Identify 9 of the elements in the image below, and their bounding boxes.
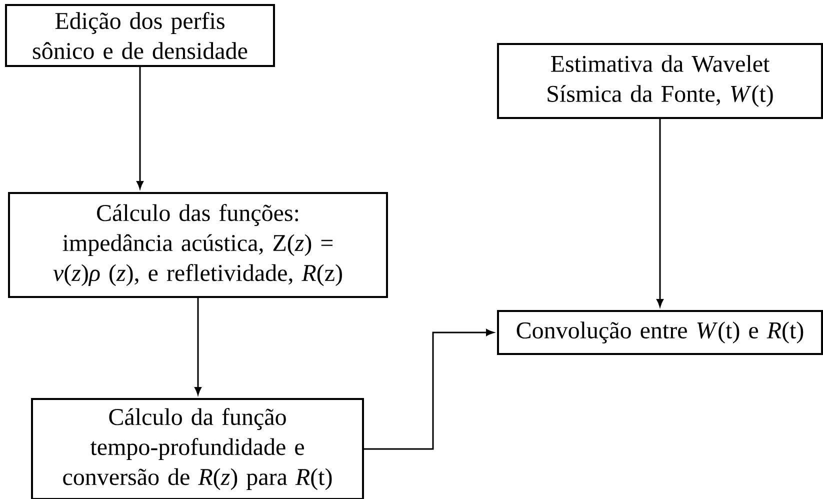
arrow [136, 67, 144, 189]
process-box: Cálculo da função tempo-profundidade e conversão de R(z) para R(t) [31, 398, 364, 499]
arrow [194, 298, 202, 395]
arrow [656, 119, 664, 307]
process-box: Estimativa da Wavelet Sísmica da Fonte, W(t) [497, 43, 823, 119]
process-box: Edição dos perfis sônico e de densidade [5, 4, 275, 67]
process-box: Cálculo das funções: impedância acústica, Z(z) = v(z)ρ (z), e refletividade, R(z) [8, 192, 388, 298]
process-box: Convolução entre W(t) e R(t) [497, 310, 823, 355]
arrow [364, 329, 494, 450]
